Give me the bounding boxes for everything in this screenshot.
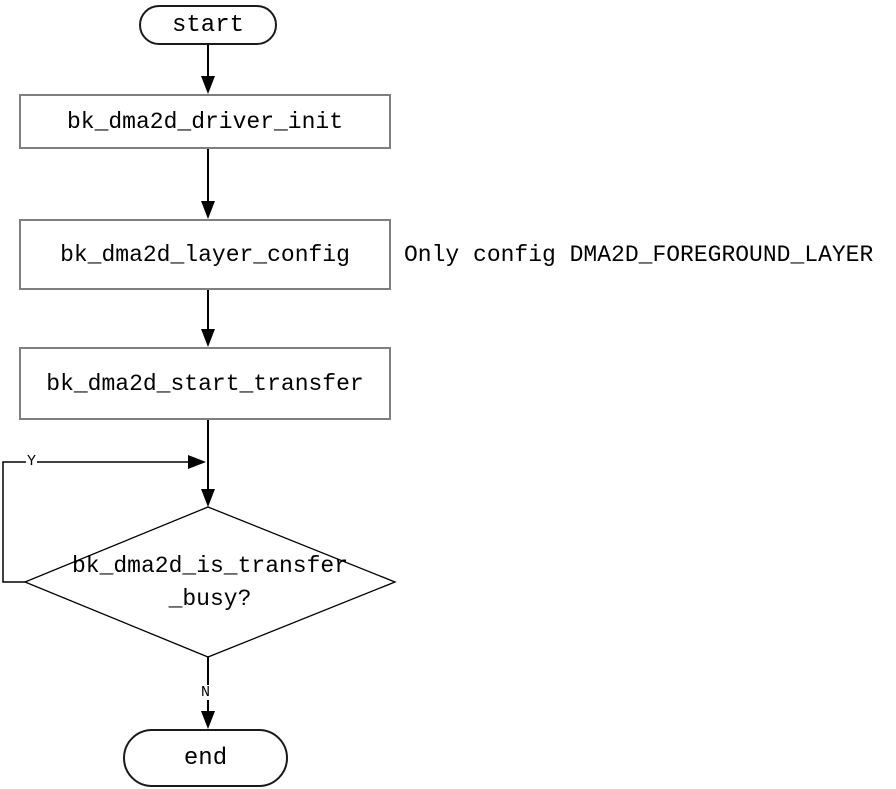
- process-start-transfer-label: bk_dma2d_start_transfer: [46, 370, 364, 397]
- start-label: start: [171, 11, 244, 39]
- arrowhead-driver-init-to-layer-config: [201, 201, 215, 219]
- process-driver-init: bk_dma2d_driver_init: [19, 94, 391, 149]
- arrowhead-start-to-driver-init: [201, 76, 215, 94]
- decision-diamond-shape: [23, 506, 397, 658]
- process-start-transfer: bk_dma2d_start_transfer: [19, 347, 391, 420]
- arrowhead-layer-config-to-start-transfer: [201, 329, 215, 347]
- end-terminator: end: [123, 729, 288, 787]
- arrowhead-start-transfer-to-decision: [201, 489, 215, 507]
- process-layer-config-label: bk_dma2d_layer_config: [60, 241, 350, 268]
- process-layer-config: bk_dma2d_layer_config: [19, 219, 391, 290]
- end-label: end: [183, 744, 228, 772]
- arrowhead-yes-branch: [188, 455, 206, 469]
- start-terminator: start: [139, 5, 277, 45]
- edge-label-yes: Y: [26, 453, 38, 470]
- edge-label-no: N: [200, 684, 212, 701]
- process-driver-init-label: bk_dma2d_driver_init: [66, 108, 344, 135]
- annotation-foreground-layer: Only config DMA2D_FOREGROUND_LAYER: [404, 242, 874, 268]
- decision-is-transfer-busy: bk_dma2d_is_transfer _busy?: [25, 550, 395, 616]
- loop-line-yes-branch: [2, 461, 190, 583]
- arrowhead-decision-to-end: [201, 711, 215, 729]
- decision-label-line1: bk_dma2d_is_transfer: [71, 553, 349, 579]
- decision-label-line2: _busy?: [168, 586, 252, 612]
